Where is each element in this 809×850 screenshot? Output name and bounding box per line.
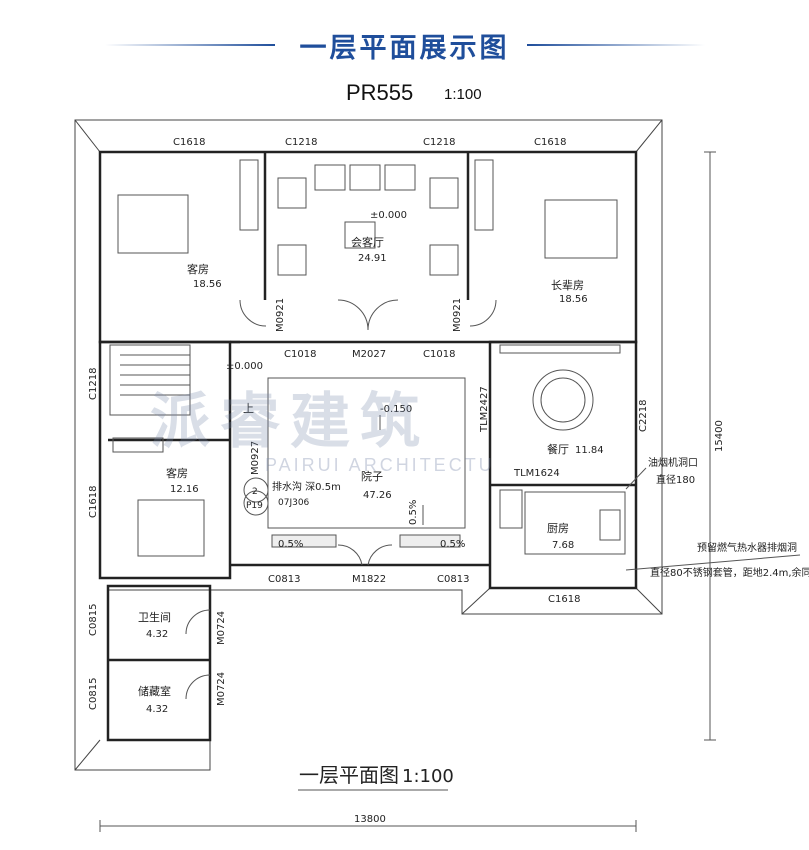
drain-trench-right	[399, 534, 461, 548]
dim-depth: 15400	[714, 420, 725, 452]
header-rule-right	[527, 44, 705, 46]
tag-c1618-side: C1618	[88, 486, 99, 518]
tag-m0724-b: M0724	[216, 672, 227, 706]
tag-m0927: M0927	[250, 441, 261, 475]
note-heater-2: 直径80不锈钢套管，距地2.4m,余同	[650, 566, 809, 579]
tag-m0921-r: M0921	[452, 298, 463, 332]
slope-a: 0.5%	[278, 539, 303, 550]
room-kitchen-area: 7.68	[552, 540, 574, 551]
room-kitchen-name: 厨房	[547, 522, 569, 535]
drawing-caption: 一层平面图	[299, 763, 399, 787]
tag-m0921-l: M0921	[275, 298, 286, 332]
slope-c: 0.5%	[408, 500, 419, 525]
note-hood-1: 油烟机洞口	[648, 456, 698, 469]
room-elder-area: 18.56	[559, 294, 588, 305]
room-courtyard-name: 院子	[361, 469, 383, 483]
room-wc-name: 卫生间	[138, 610, 171, 624]
tag-c1218-t1: C1218	[285, 137, 317, 148]
dining-table	[532, 369, 594, 431]
tag-tlm2427: TLM2427	[479, 386, 490, 433]
note-hood-2: 直径180	[656, 473, 695, 486]
note-heater-1: 预留燃气热水器排烟洞	[697, 541, 797, 554]
dim-width: 13800	[354, 814, 386, 825]
room-storage-area: 4.32	[146, 704, 168, 715]
tag-c0815-b: C0815	[88, 678, 99, 710]
watermark-logo: 派睿建筑	[150, 387, 430, 457]
room-wc-area: 4.32	[146, 629, 168, 640]
tag-c1618-tl: C1618	[173, 137, 205, 148]
tag-m0724-a: M0724	[216, 611, 227, 645]
room-living-area: 24.91	[358, 253, 387, 264]
room-dining-name: 餐厅	[547, 442, 569, 456]
west-wing-walls	[98, 340, 232, 580]
room-guest-top-name: 客房	[187, 262, 209, 276]
tag-c1218-t2: C1218	[423, 137, 455, 148]
bed-guest-top	[117, 194, 189, 254]
tag-m1822: M1822	[352, 574, 386, 585]
tag-c1018-r: C1018	[423, 349, 455, 360]
bed-guest-mid	[137, 499, 205, 557]
room-elder-name: 长辈房	[551, 278, 584, 292]
page-title: 一层平面展示图	[299, 33, 510, 64]
room-guest-top-area: 18.56	[193, 279, 222, 290]
service-block-walls	[106, 584, 212, 742]
plan-code: PR555	[346, 80, 414, 105]
stair-up: 上	[243, 402, 254, 415]
tag-c0815-a: C0815	[88, 604, 99, 636]
stair-level: ±0.000	[226, 361, 263, 372]
watermark-sub: PAIRUI ARCHITECTU	[265, 455, 495, 475]
room-dining-area: 11.84	[575, 445, 604, 456]
slope-b: 0.5%	[440, 539, 465, 550]
kitchen-counter	[524, 491, 626, 555]
room-living-name: 会客厅	[351, 235, 384, 249]
room-guest-mid-area: 12.16	[170, 484, 199, 495]
bed-elder	[544, 199, 618, 259]
tag-c0813-l: C0813	[268, 574, 300, 585]
tag-c1618-b: C1618	[548, 594, 580, 605]
header-rule-left	[105, 44, 275, 46]
room-courtyard-area: 47.26	[363, 490, 392, 501]
drawing-caption-scale: 1:100	[402, 766, 454, 787]
tag-c1018-l: C1018	[284, 349, 316, 360]
detail-bottom: P19	[246, 501, 263, 511]
courtyard-area	[267, 377, 466, 529]
room-courtyard-level: -0.150	[380, 404, 412, 415]
tag-tlm1624: TLM1624	[513, 468, 560, 479]
stair	[109, 344, 191, 416]
tag-m2027: M2027	[352, 349, 386, 360]
detail-top: 2	[252, 487, 258, 497]
plan-scale: 1:100	[444, 86, 482, 103]
tag-c1618-tr: C1618	[534, 137, 566, 148]
room-living-level: ±0.000	[370, 210, 407, 221]
north-wing-walls	[98, 150, 638, 344]
tag-c1218-side: C1218	[88, 368, 99, 400]
room-storage-name: 储藏室	[138, 684, 171, 698]
note-drain-ref: 07J306	[278, 498, 310, 508]
drain-trench-left	[271, 534, 337, 548]
note-drain: 排水沟 深0.5m	[272, 480, 341, 493]
tag-c0813-r: C0813	[437, 574, 469, 585]
east-wing-walls	[488, 340, 638, 590]
tag-c2218: C2218	[638, 400, 649, 432]
room-guest-mid-name: 客房	[166, 466, 188, 480]
